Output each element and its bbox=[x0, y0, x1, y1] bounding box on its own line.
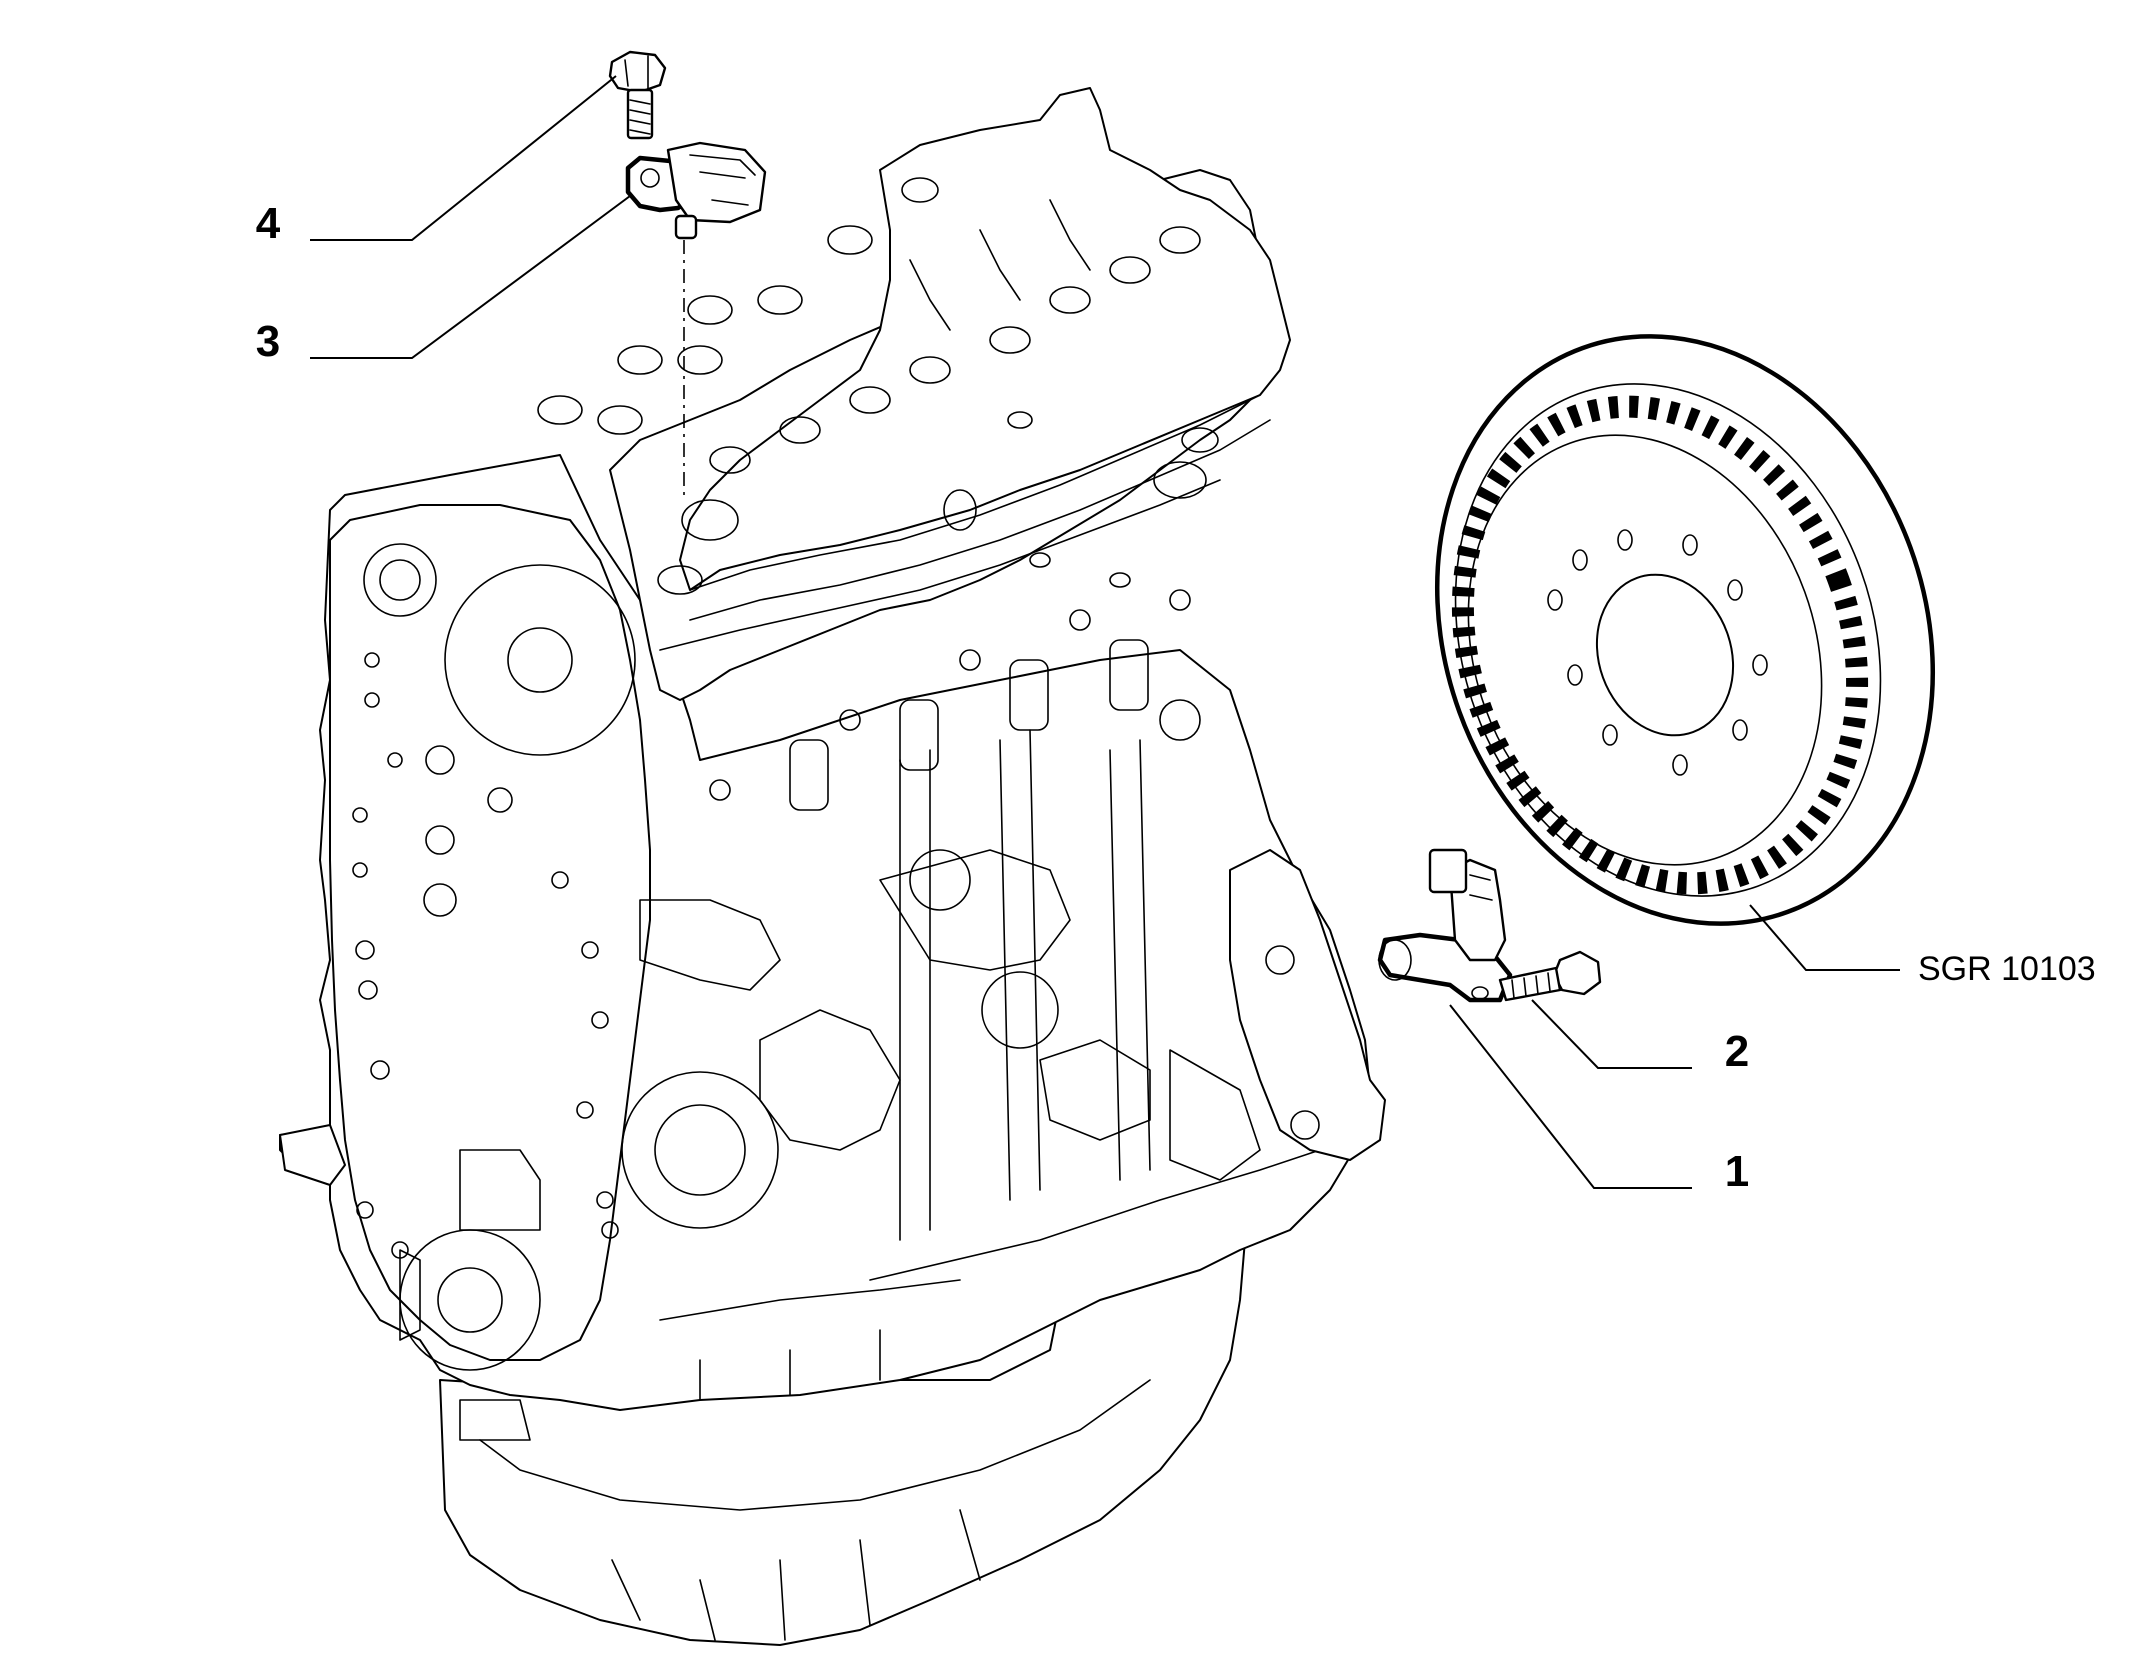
tone-wheel-flywheel bbox=[1434, 334, 1936, 926]
camshaft-sensor-part-3 bbox=[625, 141, 767, 240]
callout-label-2: 2 bbox=[1725, 1027, 1749, 1076]
bolt-part-4 bbox=[608, 50, 667, 140]
bolt-part-2 bbox=[1498, 950, 1602, 1002]
callout-label-4: 4 bbox=[256, 199, 281, 248]
callout-label-3: 3 bbox=[256, 317, 280, 366]
engine-block-illustration bbox=[279, 87, 1386, 1646]
callout-label-1: 1 bbox=[1725, 1147, 1749, 1196]
crankshaft-sensor-part-1 bbox=[1377, 848, 1513, 1003]
reference-code-label: SGR 10103 bbox=[1918, 950, 2096, 988]
leader-lines bbox=[310, 75, 1900, 1189]
callout-labels: 4 3 2 1 SGR 10103 bbox=[256, 199, 2096, 1196]
